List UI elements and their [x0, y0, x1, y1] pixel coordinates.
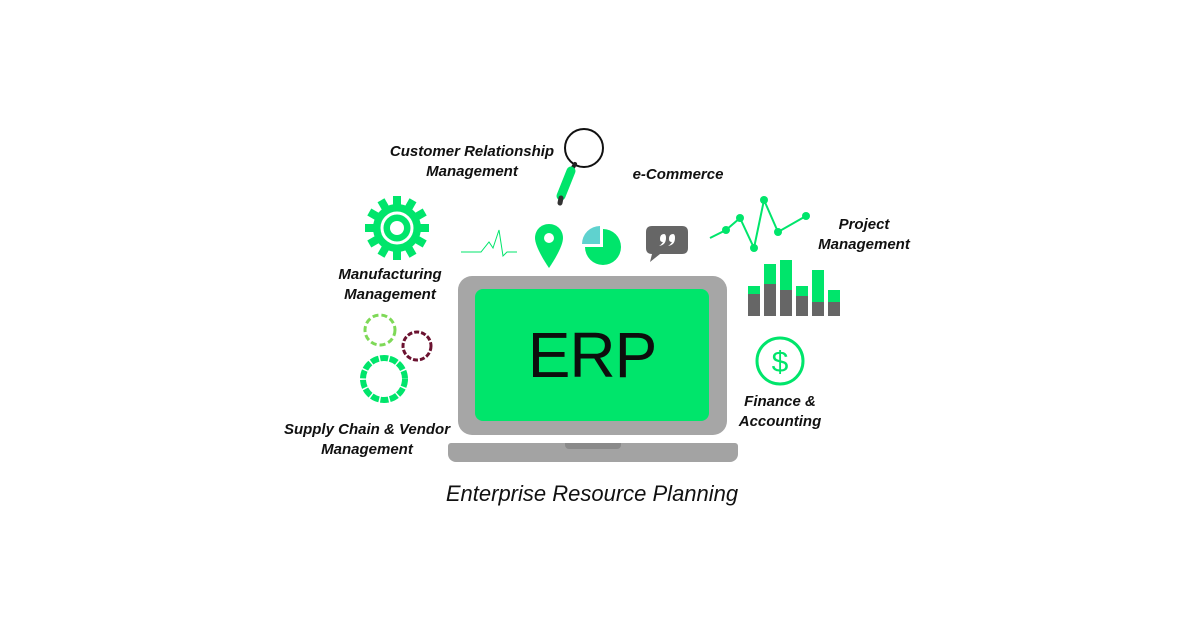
- crm-label: Customer Relationship Management: [389, 143, 555, 180]
- pie-chart-icon: [581, 225, 623, 267]
- erp-center-label: ERP: [527, 319, 658, 391]
- finance-label: Finance & Accounting: [738, 393, 822, 430]
- gear-icon: [365, 196, 429, 260]
- location-pin-icon: [535, 224, 563, 268]
- pulse-icon: [461, 228, 517, 262]
- dollar-icon: $: [754, 335, 806, 387]
- supply-chain-label: Supply Chain & Vendor Management: [283, 421, 451, 458]
- project-label: Project Management: [818, 216, 910, 253]
- ecommerce-label: e-Commerce: [632, 166, 724, 183]
- cogs-icon: [356, 312, 438, 404]
- laptop-screen: ERP: [475, 289, 709, 421]
- chat-bubble-icon: [646, 226, 688, 264]
- bar-chart-icon: [748, 258, 844, 316]
- magnifier-icon: [552, 124, 612, 210]
- laptop-base: [448, 443, 738, 462]
- diagram-title: Enterprise Resource Planning: [445, 481, 739, 506]
- manufacturing-label: Manufacturing Management: [338, 266, 442, 303]
- svg-text:$: $: [772, 346, 789, 379]
- laptop-notch: [565, 443, 621, 449]
- line-graph-icon: [706, 192, 812, 252]
